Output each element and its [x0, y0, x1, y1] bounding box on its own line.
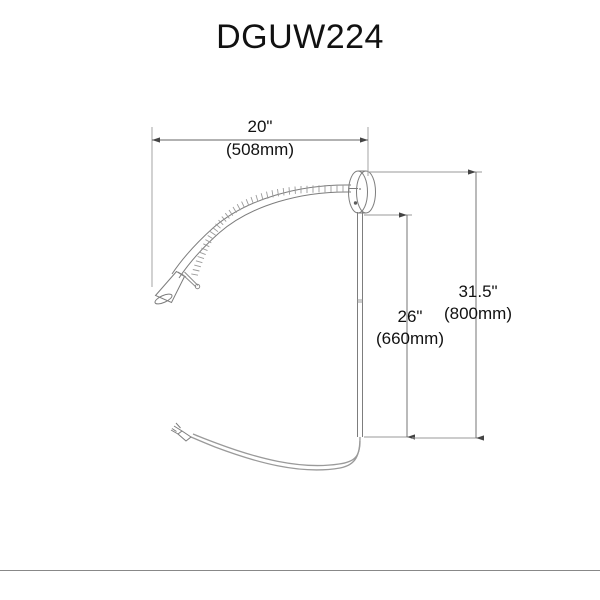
- dimension-lines: [151, 127, 484, 441]
- page-title: DGUW224: [216, 18, 384, 56]
- dimension-labels: 20" (508mm) 26" (660mm) 31.5" (800mm): [226, 117, 512, 348]
- footer-divider: [0, 570, 600, 571]
- vertical-down-rod: [357, 212, 363, 437]
- lamp-head: [154, 270, 201, 305]
- dimension-rod-drop-metric: (660mm): [376, 329, 444, 348]
- product-geometry: [154, 170, 376, 471]
- power-cord: [190, 433, 361, 471]
- wall-mount-plate: [348, 170, 376, 214]
- dimension-rod-drop: [364, 212, 415, 440]
- dimension-width-imperial: 20": [248, 117, 273, 136]
- dimension-overall-height: [368, 169, 484, 441]
- dimension-overall-height-imperial: 31.5": [458, 282, 497, 301]
- dimension-width-metric: (508mm): [226, 140, 294, 159]
- plug: [170, 422, 192, 442]
- dimension-width: [151, 127, 369, 287]
- dimension-overall-height-metric: (800mm): [444, 304, 512, 323]
- gooseneck-arm: [171, 184, 352, 279]
- dimension-rod-drop-imperial: 26": [398, 307, 423, 326]
